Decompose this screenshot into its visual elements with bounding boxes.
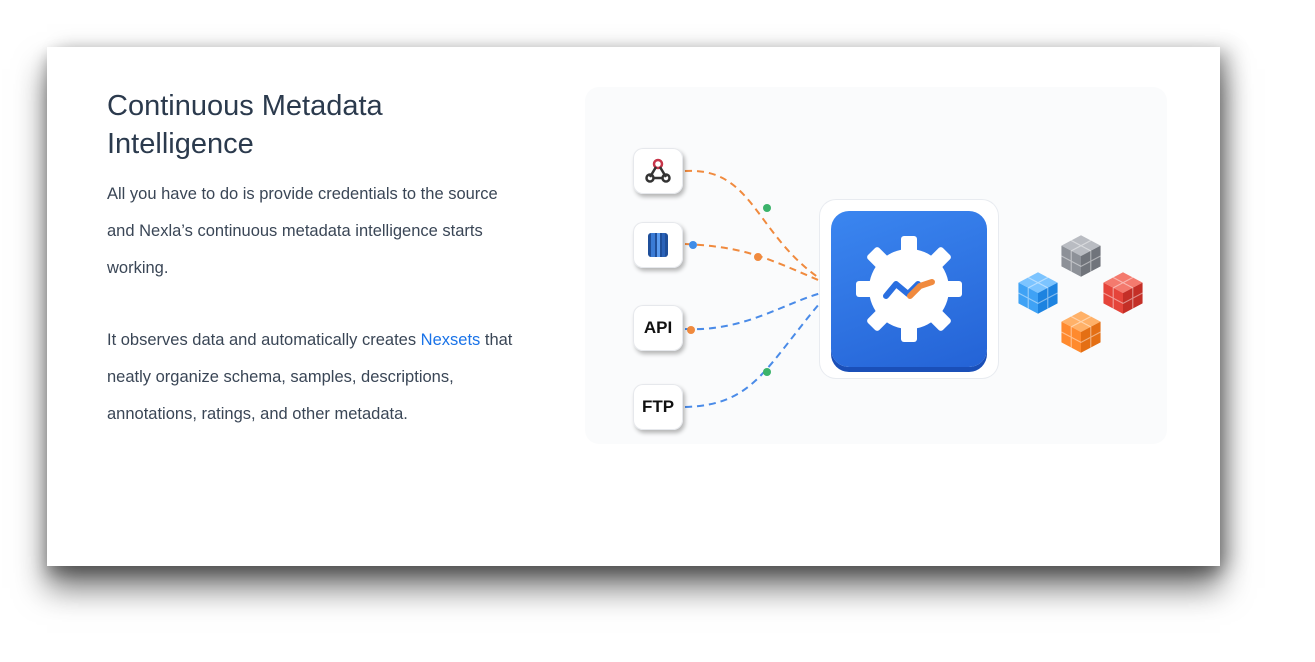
nexsets-line-3: annotations, ratings, and other metadata…	[107, 405, 408, 423]
nexsets-line-1-end: that	[480, 331, 513, 349]
orange-cube-icon	[1061, 311, 1101, 353]
blue-cube-icon	[1018, 272, 1058, 314]
nexsets-paragraph: It observes data and automatically creat…	[107, 322, 577, 433]
section-title: Continuous Metadata Intelligence	[107, 87, 527, 163]
title-line-1: Continuous Metadata	[107, 90, 383, 122]
nexla-hub	[820, 200, 998, 378]
nexsets-line-2: neatly organize schema, samples, descrip…	[107, 368, 454, 386]
content-card: Continuous Metadata Intelligence All you…	[47, 47, 1220, 566]
connector-dot	[754, 253, 762, 261]
connector-dot	[763, 368, 771, 376]
intro-paragraph: All you have to do is provide credential…	[107, 176, 577, 287]
red-cube-icon	[1103, 272, 1143, 314]
source-tile-database[interactable]	[633, 222, 683, 268]
connector-dot	[689, 241, 697, 249]
nexla-gear-icon	[856, 236, 962, 342]
intro-line-3: working.	[107, 259, 169, 277]
intro-line-2: and Nexla’s continuous metadata intellig…	[107, 222, 483, 240]
data-flow-diagram: API FTP	[585, 87, 1167, 444]
connector-dot	[763, 204, 771, 212]
database-icon	[648, 233, 668, 257]
source-tile-api[interactable]: API	[633, 305, 683, 351]
nexsets-line-1-start: It observes data and automatically creat…	[107, 331, 421, 349]
source-tile-ftp[interactable]: FTP	[633, 384, 683, 430]
hub-tile	[831, 211, 987, 367]
nexsets-link[interactable]: Nexsets	[420, 331, 481, 349]
connector-dot	[687, 326, 695, 334]
source-tile-webhook[interactable]	[633, 148, 683, 194]
webhook-icon	[645, 158, 671, 183]
title-line-2: Intelligence	[107, 128, 254, 160]
gray-cube-icon	[1061, 235, 1101, 277]
intro-line-1: All you have to do is provide credential…	[107, 185, 498, 203]
